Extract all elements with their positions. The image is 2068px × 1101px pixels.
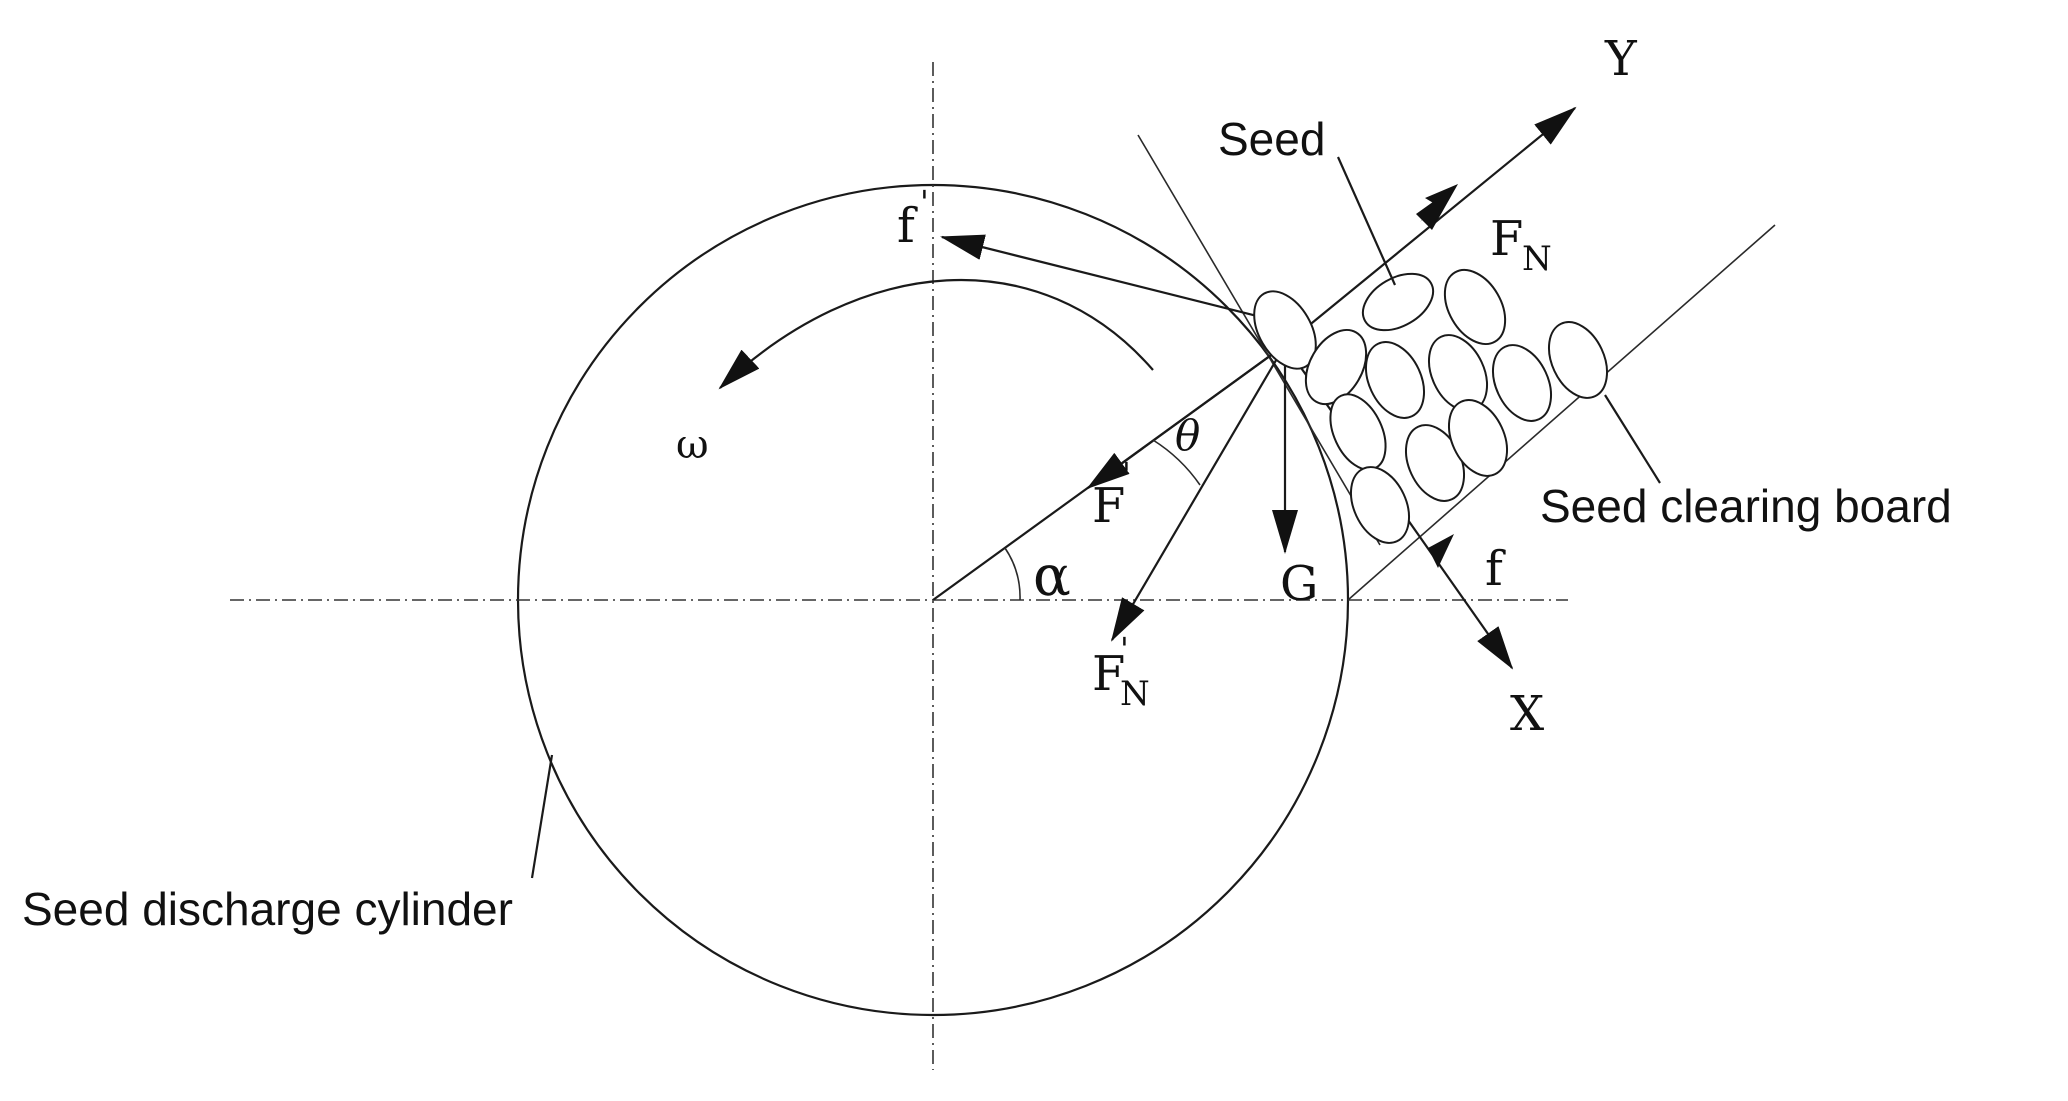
theta-arc <box>1152 439 1201 486</box>
F-prime-arrow <box>1086 344 1286 490</box>
seed <box>1491 344 1553 422</box>
FN-prime-label: F <box>1092 646 1125 702</box>
rotation-arc <box>718 278 1154 390</box>
board-leader-line <box>1604 394 1661 484</box>
cylinder-leader-line <box>530 754 554 879</box>
tangent-line <box>1137 134 1381 546</box>
f-arrowhead <box>1428 534 1454 568</box>
f-prime-mark: ' <box>920 183 929 221</box>
seed <box>1447 399 1509 477</box>
seed-group <box>1253 268 1609 544</box>
seed <box>1364 341 1426 419</box>
y-axis-label: Y <box>1604 31 1638 87</box>
seed <box>1547 321 1609 399</box>
F-prime-mark: ' <box>1122 455 1131 493</box>
F-prime-label: F <box>1092 478 1125 534</box>
seed-contact <box>1253 290 1317 370</box>
alpha-label: α <box>1033 544 1071 609</box>
F-N-label: F <box>1490 211 1523 267</box>
x-axis-label: X <box>1510 686 1544 742</box>
FN-prime-sub: N <box>1120 674 1150 714</box>
seed <box>1304 329 1368 405</box>
y-axis-mid-arrowhead-fill <box>1416 184 1458 230</box>
seed-label: Seed <box>1218 113 1325 165</box>
seed <box>1443 268 1507 345</box>
alpha-arc <box>1004 547 1021 601</box>
f-prime-label: f <box>897 198 918 254</box>
theta-label: θ <box>1175 411 1200 460</box>
f-label: f <box>1485 541 1506 597</box>
seed <box>1361 272 1435 332</box>
seed <box>1349 466 1411 544</box>
F-N-sub: N <box>1522 239 1552 279</box>
FN-prime-arrow <box>1110 344 1286 642</box>
seed-discharge-cylinder-label: Seed discharge cylinder <box>22 883 513 935</box>
f-prime-arrow <box>940 234 1286 325</box>
FN-prime-mark: ' <box>1120 630 1129 668</box>
omega-label: ω <box>676 422 709 468</box>
seed-leader-line <box>1336 156 1397 286</box>
G-label: G <box>1280 556 1318 612</box>
seed-clearing-board-label: Seed clearing board <box>1540 480 1952 532</box>
